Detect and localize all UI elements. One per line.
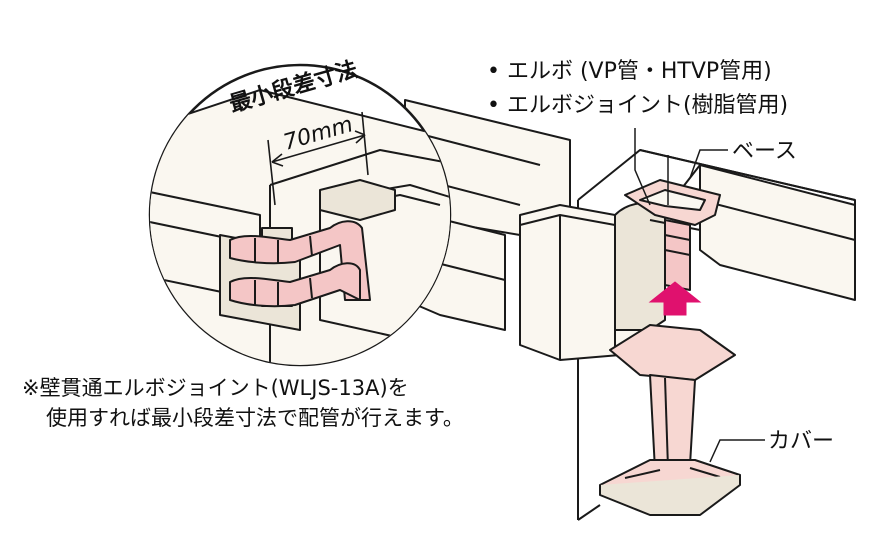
dimension-lines xyxy=(267,111,369,206)
label-cover: カバー xyxy=(768,429,834,454)
label-elbow-joint: • エルボジョイント(樹脂管用) xyxy=(487,93,788,118)
note-line-1: ※壁貫通エルボジョイント(WLJS-13A)を xyxy=(22,376,409,400)
right-duct xyxy=(699,164,856,301)
note-line-2: 使用すれば最小段差寸法で配管が行えます。 xyxy=(46,406,464,430)
detail-circle-content xyxy=(150,89,450,365)
label-elbow: • エルボ (VP管・HTVP管用) xyxy=(487,59,772,84)
cover-top-plate xyxy=(609,324,736,381)
cover-part xyxy=(599,324,741,516)
label-base: ベース xyxy=(732,139,797,164)
insert-arrow xyxy=(648,281,702,316)
lower-elbow-pipe xyxy=(229,262,361,308)
upper-elbow-pipe xyxy=(229,220,371,301)
leader-lines xyxy=(634,128,765,463)
wall-floor-line xyxy=(577,504,601,521)
cover-stem xyxy=(649,374,696,471)
pipe-stub xyxy=(664,219,691,291)
